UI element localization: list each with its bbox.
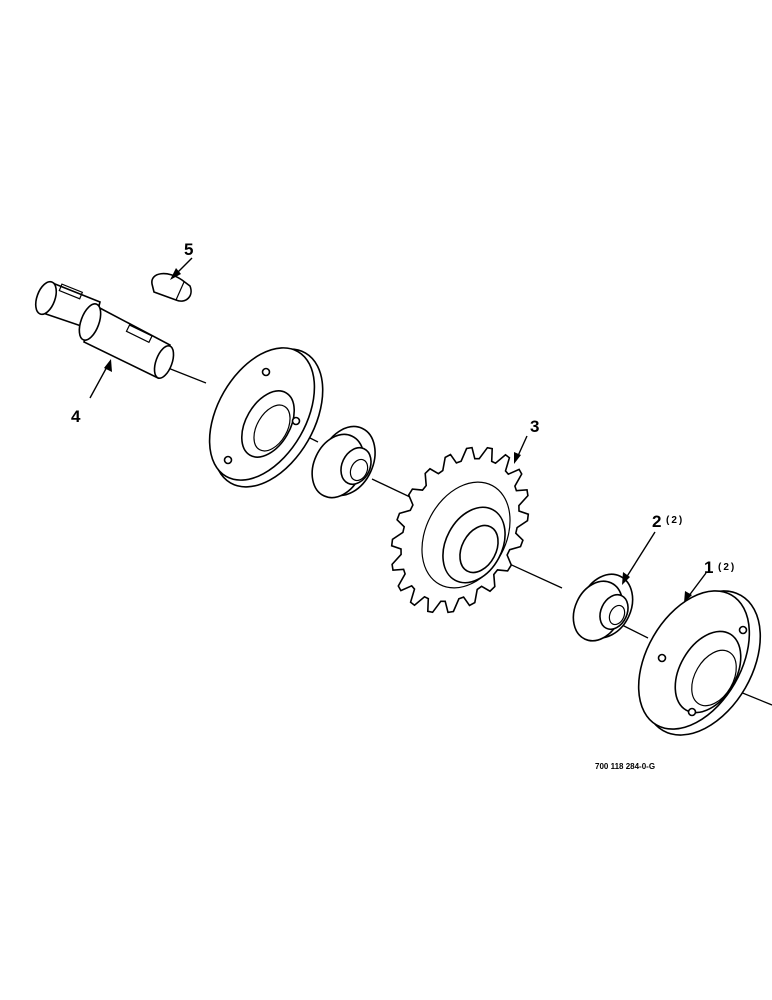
bearing-part-2 bbox=[572, 573, 634, 642]
flange-left bbox=[208, 347, 324, 488]
key-part-5 bbox=[151, 272, 192, 302]
drawing-number: 700 118 284-0-G bbox=[595, 762, 655, 771]
shaft-part-4 bbox=[34, 280, 175, 380]
callout-3: 3 bbox=[530, 417, 539, 436]
sprocket-part-3 bbox=[390, 446, 530, 614]
callout-2-quantity: (2) bbox=[666, 515, 684, 526]
leader-arrows bbox=[89, 257, 707, 603]
callout-1: 1 bbox=[704, 558, 713, 577]
callout-5: 5 bbox=[184, 240, 193, 259]
bearing-left bbox=[311, 425, 376, 499]
callout-1-quantity: (2) bbox=[718, 562, 736, 573]
callout-4: 4 bbox=[71, 407, 81, 426]
callout-2: 2 bbox=[652, 512, 661, 531]
flange-part-1 bbox=[637, 590, 762, 736]
